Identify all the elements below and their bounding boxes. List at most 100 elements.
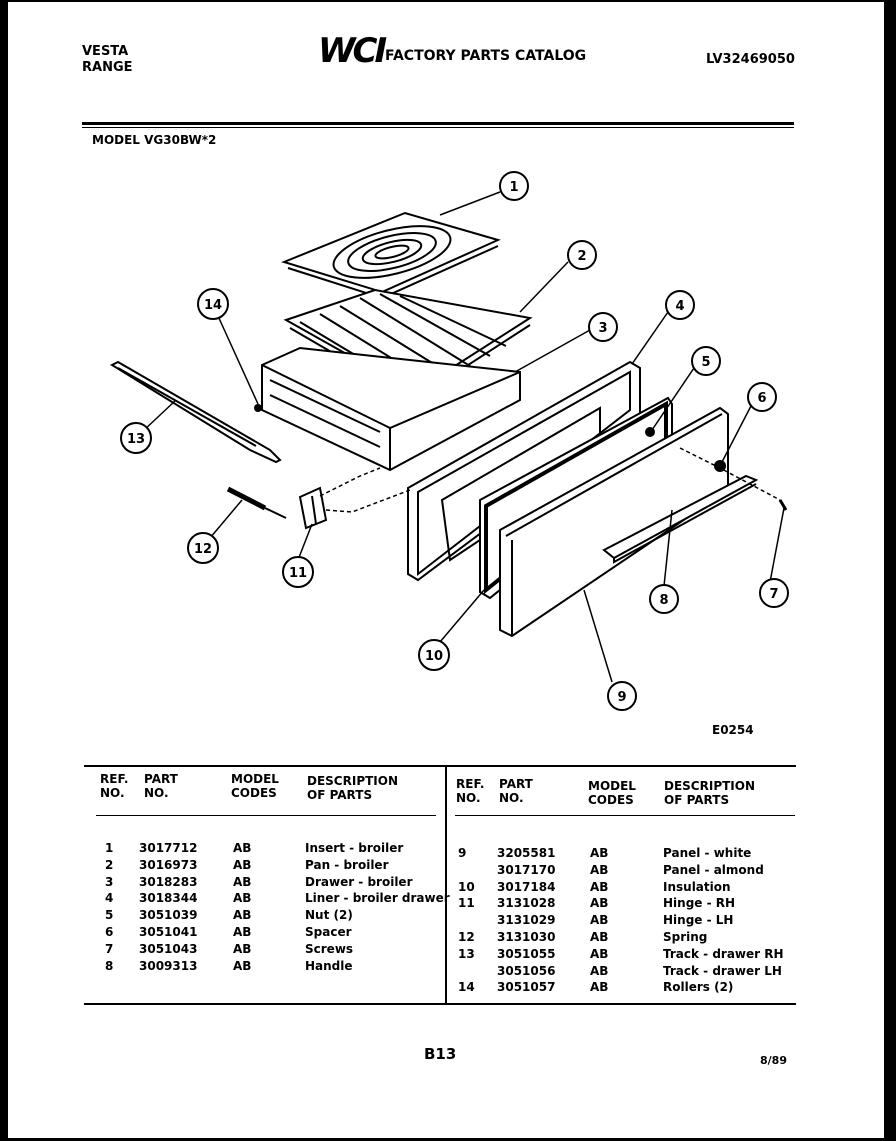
- cell-code: AB: [590, 946, 609, 961]
- cell-ref: 3: [105, 874, 114, 889]
- svg-text:3: 3: [598, 321, 607, 336]
- svg-text:4: 4: [675, 299, 684, 314]
- cell-code: AB: [590, 879, 609, 894]
- callout-12: 12: [187, 532, 219, 564]
- cell-ref: 8: [105, 958, 114, 973]
- model-number: MODEL VG30BW*2: [92, 133, 217, 147]
- callout-5: 5: [691, 346, 721, 376]
- product-type: RANGE: [82, 60, 133, 75]
- svg-text:14: 14: [204, 298, 222, 313]
- wci-logo: WCI: [318, 31, 387, 71]
- cell-desc: Screws: [305, 941, 354, 956]
- date-code: 8/89: [760, 1054, 787, 1067]
- cell-desc: Handle: [305, 958, 353, 973]
- cell-part: 3131029: [497, 913, 556, 928]
- cell-desc: Spring: [663, 930, 708, 944]
- handle-drawing: [602, 474, 759, 564]
- callout-1: 1: [499, 171, 529, 201]
- broiler-drawer-drawing: [261, 346, 521, 472]
- brand-name: VESTA: [82, 44, 129, 59]
- catalog-number: LV32469050: [706, 52, 795, 67]
- header-description: DESCRIPTION OF PARTS: [307, 774, 399, 802]
- cell-part: 3018283: [139, 874, 198, 889]
- svg-text:10: 10: [425, 649, 443, 664]
- callout-8: 8: [649, 584, 679, 614]
- cell-ref: 13: [458, 946, 475, 961]
- cell-code: AB: [590, 963, 609, 978]
- cell-desc: Track - drawer LH: [663, 963, 782, 978]
- svg-text:1: 1: [509, 180, 518, 195]
- screw-drawing: [778, 499, 788, 511]
- cell-part: 3051039: [139, 908, 198, 923]
- svg-text:6: 6: [757, 391, 766, 406]
- cell-desc: Spacer: [305, 925, 352, 939]
- cell-ref: 10: [458, 879, 475, 894]
- callout-10: 10: [418, 639, 450, 671]
- table-center-divider: [445, 765, 447, 1003]
- svg-text:5: 5: [701, 355, 710, 370]
- callout-9: 9: [607, 681, 637, 711]
- roller-drawing: [254, 404, 262, 412]
- cell-ref: 11: [458, 896, 475, 911]
- cell-ref: 7: [105, 941, 114, 956]
- table-bottom-rule: [84, 1003, 796, 1005]
- header-ref-no: REF. NO.: [100, 772, 129, 800]
- cell-ref: 1: [105, 841, 114, 855]
- hinge-drawing: [298, 486, 328, 530]
- cell-part: 3051041: [139, 925, 198, 939]
- cell-code: AB: [590, 913, 609, 928]
- header-ref-no: REF. NO.: [456, 777, 485, 805]
- table-top-rule: [84, 765, 796, 767]
- cell-code: AB: [233, 908, 252, 923]
- cell-code: AB: [590, 846, 609, 860]
- cell-part: 3131030: [497, 930, 556, 944]
- diagram-code: E0254: [712, 723, 754, 737]
- callout-7: 7: [759, 578, 789, 608]
- cell-ref: 9: [458, 846, 467, 860]
- callout-3: 3: [588, 312, 618, 342]
- svg-text:7: 7: [769, 587, 778, 602]
- cell-part: 3017184: [497, 879, 556, 894]
- cell-code: AB: [233, 874, 252, 889]
- header-rule-thick: [82, 122, 794, 125]
- cell-ref: 5: [105, 908, 114, 923]
- svg-text:2: 2: [577, 249, 586, 264]
- svg-text:11: 11: [289, 566, 307, 581]
- right-header-rule: [455, 815, 795, 816]
- cell-ref: 6: [105, 925, 114, 939]
- left-header-rule: [96, 815, 436, 816]
- callout-2: 2: [567, 240, 597, 270]
- cell-code: AB: [590, 862, 609, 877]
- cell-code: AB: [590, 930, 609, 944]
- callout-6: 6: [747, 382, 777, 412]
- cell-part: 3051057: [497, 980, 556, 995]
- cell-desc: Panel - white: [663, 846, 752, 860]
- cell-desc: Insulation: [663, 879, 731, 894]
- cell-part: 3131028: [497, 896, 556, 911]
- cell-desc: Hinge - RH: [663, 896, 736, 911]
- cell-code: AB: [590, 896, 609, 911]
- svg-text:8: 8: [659, 593, 668, 608]
- header-part-no: PART NO.: [499, 777, 533, 805]
- cell-ref: 2: [105, 857, 114, 872]
- page-code: B13: [424, 1045, 457, 1063]
- cell-code: AB: [590, 980, 609, 995]
- cell-code: AB: [233, 925, 252, 939]
- callout-11: 11: [282, 556, 314, 588]
- header-model-codes: MODEL CODES: [231, 772, 279, 800]
- brand-block: VESTA RANGE: [82, 44, 133, 76]
- spring-drawing: [226, 486, 287, 519]
- leader-lines: [141, 191, 785, 683]
- cell-part: 3205581: [497, 846, 556, 860]
- header-model-codes: MODEL CODES: [588, 779, 636, 807]
- callout-13: 13: [120, 422, 152, 454]
- cell-desc: Drawer - broiler: [305, 874, 413, 889]
- callout-4: 4: [665, 290, 695, 320]
- cell-part: 3017170: [497, 862, 556, 877]
- svg-text:9: 9: [617, 690, 626, 705]
- cell-desc: Insert - broiler: [305, 841, 404, 855]
- cell-code: AB: [233, 941, 252, 956]
- cell-part: 3009313: [139, 958, 198, 973]
- header-description: DESCRIPTION OF PARTS: [664, 779, 756, 807]
- cell-code: AB: [233, 841, 252, 855]
